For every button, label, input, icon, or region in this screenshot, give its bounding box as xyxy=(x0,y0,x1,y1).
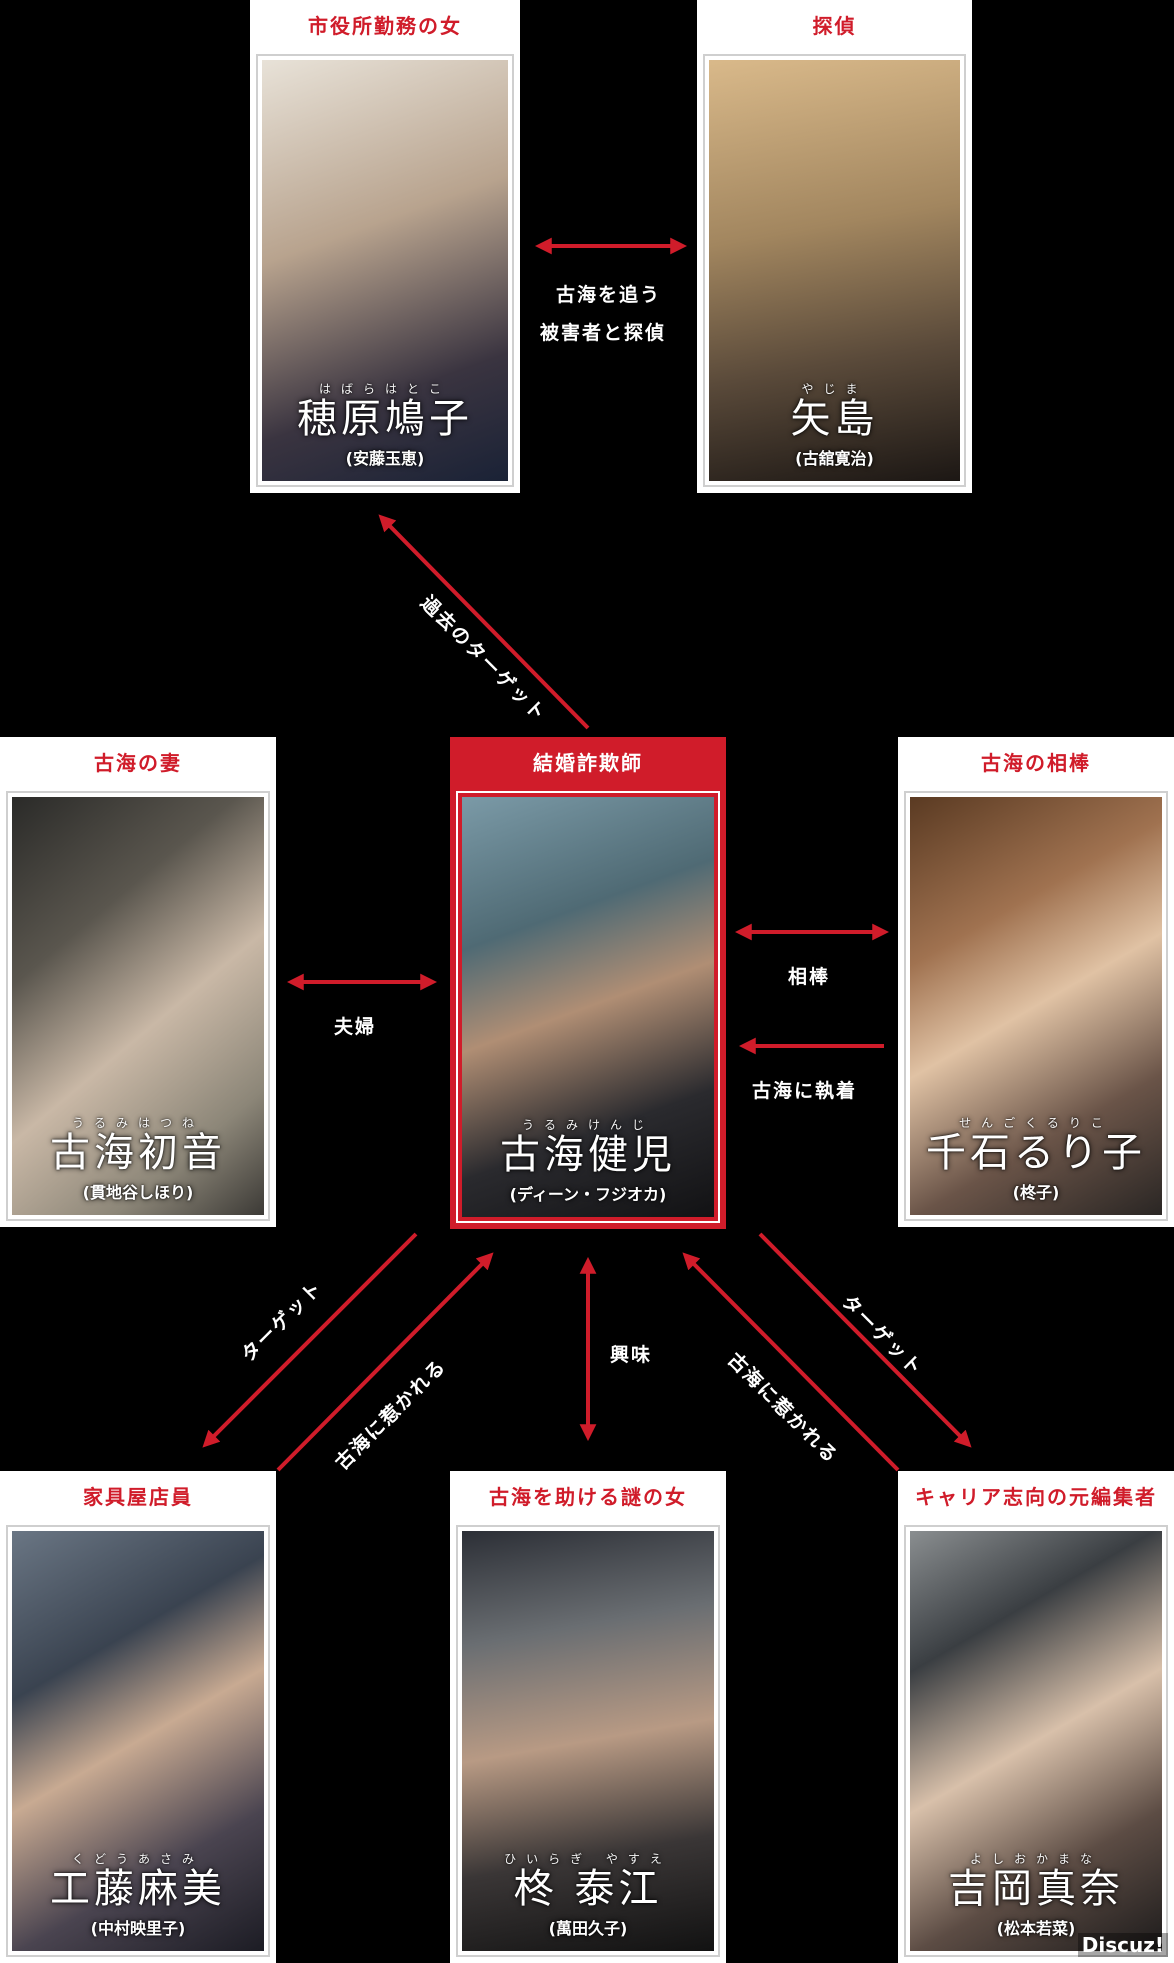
arrow-attracted-left xyxy=(276,1252,494,1472)
character-name: 工藤麻美 xyxy=(50,1866,226,1912)
role-label: 古海の相棒 xyxy=(981,750,1091,775)
character-name: 穂原鳩子 xyxy=(297,396,473,442)
relation-label-partner: 相棒 xyxy=(788,966,831,988)
portrait-photo: やじま 矢島 (古舘寛治) xyxy=(703,54,966,487)
arrow-past-target xyxy=(378,514,590,730)
character-name: 吉岡真奈 xyxy=(948,1866,1124,1912)
relation-label-couple: 夫婦 xyxy=(334,1016,377,1038)
actor-name: (柊子) xyxy=(1012,1183,1060,1202)
portrait-photo: はばらはとこ 穂原鳩子 (安藤玉恵) xyxy=(256,54,514,487)
card-asami: 家具屋店員 くどうあさみ 工藤麻美 (中村映里子) xyxy=(0,1471,276,1963)
character-name: 矢島 xyxy=(790,396,879,442)
character-name: 古海初音 xyxy=(50,1130,226,1176)
card-yajima: 探偵 やじま 矢島 (古舘寛治) xyxy=(697,0,972,493)
role-label: キャリア志向の元編集者 xyxy=(915,1484,1157,1509)
name-ruby: はばらはとこ xyxy=(318,382,451,396)
portrait-photo: くどうあさみ 工藤麻美 (中村映里子) xyxy=(6,1525,270,1957)
role-label: 結婚詐欺師 xyxy=(533,750,643,775)
arrow-target-right xyxy=(758,1232,972,1448)
name-ruby: せんごくるりこ xyxy=(959,1116,1113,1130)
name-ruby: よしおかまな xyxy=(969,1852,1102,1866)
portrait-photo: せんごくるりこ 千石るり子 (柊子) xyxy=(904,791,1168,1221)
actor-name: (松本若菜) xyxy=(996,1919,1076,1938)
character-name: 柊 泰江 xyxy=(513,1866,663,1912)
portrait-photo: うるみはつね 古海初音 (貫地谷しほり) xyxy=(6,791,270,1221)
portrait-photo: よしおかまな 吉岡真奈 (松本若菜) xyxy=(904,1525,1168,1957)
actor-name: (中村映里子) xyxy=(90,1919,186,1938)
actor-name: (萬田久子) xyxy=(548,1919,628,1938)
actor-name: (古舘寛治) xyxy=(795,449,874,468)
role-label: 古海を助ける謎の女 xyxy=(489,1484,687,1509)
relation-label-hobara-yajima-1: 古海を追う xyxy=(556,284,662,306)
portrait-photo: うるみけんじ 古海健児 (ディーン・フジオカ) xyxy=(456,791,720,1223)
role-label: 家具屋店員 xyxy=(83,1484,193,1509)
card-yasue: 古海を助ける謎の女 ひいらぎ やすえ 柊 泰江 (萬田久子) xyxy=(450,1471,726,1963)
actor-name: (安藤玉恵) xyxy=(345,449,425,468)
role-label: 古海の妻 xyxy=(94,750,182,775)
actor-name: (ディーン・フジオカ) xyxy=(509,1185,667,1204)
name-ruby: うるみはつね xyxy=(71,1116,204,1130)
name-ruby: ひいらぎ やすえ xyxy=(504,1852,672,1866)
role-label: 探偵 xyxy=(812,13,857,38)
arrow-attracted-right xyxy=(682,1252,900,1472)
relation-label-obsessed: 古海に執着 xyxy=(752,1080,858,1102)
role-label: 市役所勤務の女 xyxy=(308,13,462,38)
character-name: 古海健児 xyxy=(500,1132,676,1178)
name-ruby: うるみけんじ xyxy=(521,1118,654,1132)
card-kenji: 結婚詐欺師 うるみけんじ 古海健児 (ディーン・フジオカ) xyxy=(450,737,726,1229)
card-hatsune: 古海の妻 うるみはつね 古海初音 (貫地谷しほり) xyxy=(0,737,276,1227)
actor-name: (貫地谷しほり) xyxy=(82,1183,194,1202)
name-ruby: くどうあさみ xyxy=(71,1852,204,1866)
relation-label-hobara-yajima-2: 被害者と探偵 xyxy=(540,322,667,344)
portrait-photo: ひいらぎ やすえ 柊 泰江 (萬田久子) xyxy=(456,1525,720,1957)
name-ruby: やじま xyxy=(801,382,868,396)
card-ruriko: 古海の相棒 せんごくるりこ 千石るり子 (柊子) xyxy=(898,737,1174,1227)
relation-label-interest: 興味 xyxy=(610,1344,653,1366)
arrow-target-left xyxy=(202,1232,418,1448)
card-hobara: 市役所勤務の女 はばらはとこ 穂原鳩子 (安藤玉恵) xyxy=(250,0,520,493)
character-name: 千石るり子 xyxy=(926,1130,1146,1176)
card-mana: キャリア志向の元編集者 よしおかまな 吉岡真奈 (松本若菜) xyxy=(898,1471,1174,1963)
watermark: Discuz! xyxy=(1077,1933,1168,1957)
